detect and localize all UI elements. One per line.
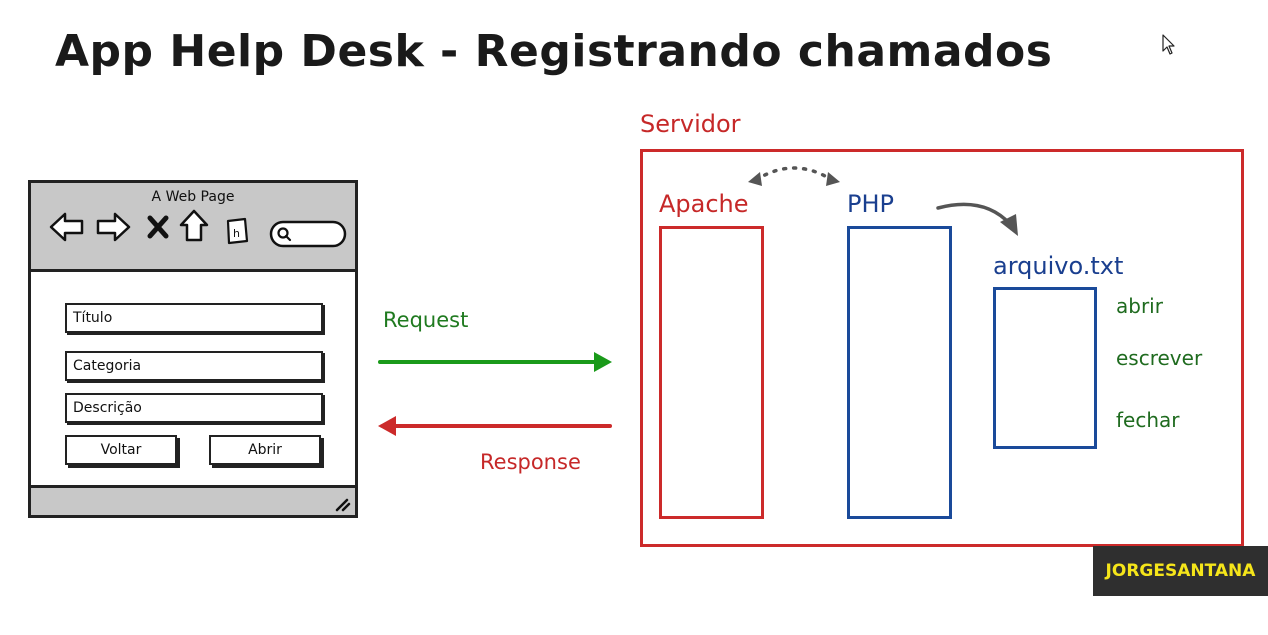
descricao-field-label: Descrição: [73, 400, 142, 416]
titulo-field-label: Título: [73, 310, 113, 326]
bookmark-icon[interactable]: h: [225, 217, 249, 245]
browser-mockup: A Web Page h Título Categoria Descrição: [28, 180, 358, 518]
search-icon: [277, 227, 289, 239]
resize-grip-icon[interactable]: [331, 494, 351, 512]
apache-php-link-arrow: [748, 166, 840, 186]
response-label: Response: [480, 450, 581, 474]
abrir-button-label: Abrir: [248, 442, 282, 458]
apache-box: [659, 226, 764, 519]
abrir-button[interactable]: Abrir: [209, 435, 321, 465]
categoria-field[interactable]: Categoria: [65, 351, 323, 381]
operation-escrever: escrever: [1116, 346, 1203, 370]
search-field[interactable]: [269, 219, 349, 249]
file-label: arquivo.txt: [993, 252, 1124, 280]
descricao-field[interactable]: Descrição: [65, 393, 323, 423]
home-icon[interactable]: [179, 209, 209, 243]
forward-arrow-icon[interactable]: [95, 211, 131, 243]
browser-statusbar: [31, 485, 355, 515]
close-icon[interactable]: [147, 215, 169, 239]
voltar-button-label: Voltar: [100, 442, 142, 458]
file-box: [993, 287, 1097, 449]
php-file-arrow: [936, 202, 1018, 236]
php-label: PHP: [847, 190, 894, 218]
voltar-button[interactable]: Voltar: [65, 435, 177, 465]
titulo-field[interactable]: Título: [65, 303, 323, 333]
categoria-field-label: Categoria: [73, 358, 142, 374]
back-arrow-icon[interactable]: [49, 211, 85, 243]
browser-window-title: A Web Page: [151, 189, 235, 205]
svg-text:h: h: [233, 227, 240, 240]
browser-toolbar: A Web Page h: [31, 183, 355, 272]
operation-fechar: fechar: [1116, 408, 1180, 432]
operation-abrir: abrir: [1116, 294, 1163, 318]
apache-label: Apache: [659, 190, 749, 218]
page-title: App Help Desk - Registrando chamados: [55, 26, 1053, 77]
php-box: [847, 226, 952, 519]
response-arrow: [378, 416, 612, 436]
mouse-cursor-icon: [1162, 34, 1175, 55]
server-label: Servidor: [640, 110, 741, 138]
watermark-badge: JORGESANTANA: [1093, 546, 1268, 596]
server-box: [640, 149, 1244, 547]
request-arrow: [378, 352, 612, 372]
request-label: Request: [383, 308, 469, 332]
